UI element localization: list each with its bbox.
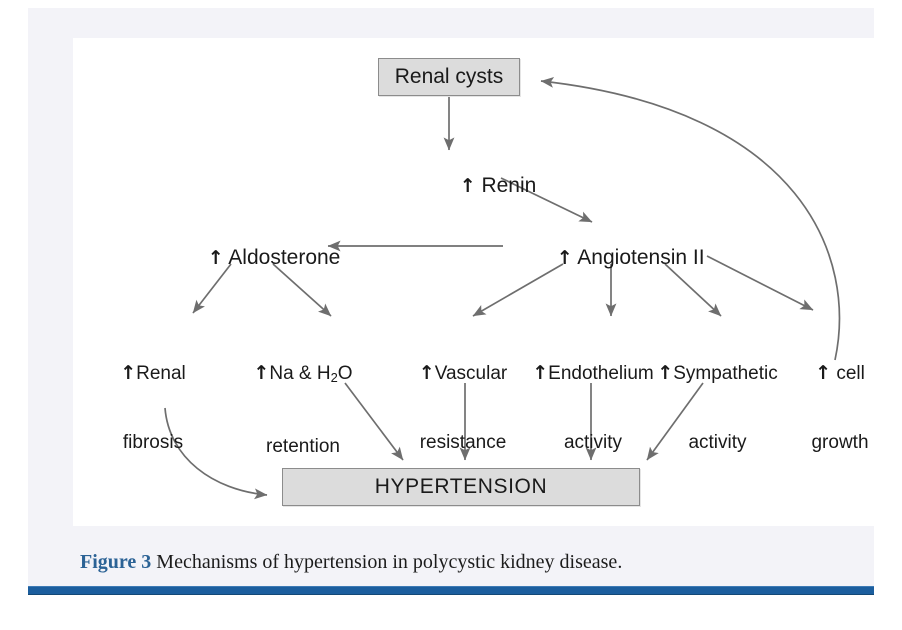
node-na-h2o-retention: ↑Na & H2O retention [223, 316, 383, 504]
increase-arrow-icon: ↑ [657, 362, 674, 384]
bottom-rule [28, 586, 874, 595]
increase-arrow-icon: ↑ [253, 362, 270, 384]
node-renal-fibrosis-line1: ↑Renal [120, 362, 186, 384]
increase-arrow-icon: ↑ [418, 362, 435, 384]
node-vascular-line2: resistance [419, 432, 507, 453]
edge-angiotensin-cellgrowth [706, 255, 814, 311]
node-sympathetic-line2: activity [688, 432, 747, 453]
node-renal-fibrosis-line2: fibrosis [122, 432, 184, 453]
node-renin: ↑ Renin [413, 150, 573, 222]
node-aldosterone: ↑ Aldosterone [161, 222, 391, 294]
node-na-h2o-line2: retention [266, 436, 340, 458]
edge-aldosterone-fibrosis [192, 263, 232, 314]
figure-caption-text: Mechanisms of hypertension in polycystic… [151, 551, 623, 573]
figure-card: Renal cysts ↑ Renin ↑ Aldosterone ↑ Angi… [28, 8, 885, 593]
node-cell-growth-line1: ↑ cell [815, 362, 865, 384]
figure-caption: Figure 3 Mechanisms of hypertension in p… [80, 551, 880, 574]
node-endothelium-activity: ↑Endothelium activity [513, 316, 673, 500]
diagram-arrows [164, 76, 841, 500]
node-renal-cysts: Renal cysts [378, 58, 520, 96]
edge-angiotensin-vascular [472, 263, 564, 317]
node-angiotensin-ii: ↑ Angiotensin II [510, 222, 750, 294]
node-sympathetic-line1: ↑Sympathetic [657, 362, 778, 384]
diagram-panel: Renal cysts ↑ Renin ↑ Aldosterone ↑ Angi… [73, 38, 885, 526]
increase-arrow-icon: ↑ [532, 362, 549, 384]
increase-arrow-icon: ↑ [207, 247, 224, 269]
node-renal-cysts-label: Renal cysts [394, 65, 504, 88]
node-cell-growth-line2: growth [811, 432, 869, 453]
edge-sympathetic-hypertension [646, 382, 704, 461]
node-endothelium-line2: activity [563, 432, 623, 453]
increase-arrow-icon: ↑ [120, 362, 137, 384]
edge-renin-angiotensin [500, 177, 593, 223]
node-renin-label: Renin [475, 174, 537, 197]
node-renal-fibrosis: ↑Renal fibrosis [83, 316, 223, 500]
increase-arrow-icon: ↑ [556, 247, 573, 269]
node-endothelium-line1: ↑Endothelium [532, 362, 654, 384]
edge-angiotensin-sympathetic [664, 263, 722, 317]
node-hypertension-label: HYPERTENSION [374, 475, 548, 498]
edge-aldosterone-na [272, 263, 332, 317]
node-vascular-resistance: ↑Vascular resistance [383, 316, 543, 500]
node-sympathetic-activity: ↑Sympathetic activity [635, 316, 800, 500]
node-na-h2o-line1: ↑Na & H2O [253, 362, 353, 386]
figure-caption-label: Figure 3 [80, 551, 152, 573]
node-cell-growth: ↑ cell growth [785, 316, 895, 500]
node-hypertension: HYPERTENSION [282, 468, 640, 506]
edge-fibrosis-hypertension-curve [164, 407, 268, 500]
node-aldosterone-label: Aldosterone [223, 246, 341, 269]
increase-arrow-icon: ↑ [459, 175, 476, 197]
edge-cellgrowth-cysts-curve [540, 76, 841, 361]
node-vascular-line1: ↑Vascular [418, 362, 508, 384]
node-angiotensin-ii-label: Angiotensin II [572, 246, 705, 269]
increase-arrow-icon: ↑ [815, 362, 832, 384]
edge-na-hypertension [344, 382, 404, 461]
